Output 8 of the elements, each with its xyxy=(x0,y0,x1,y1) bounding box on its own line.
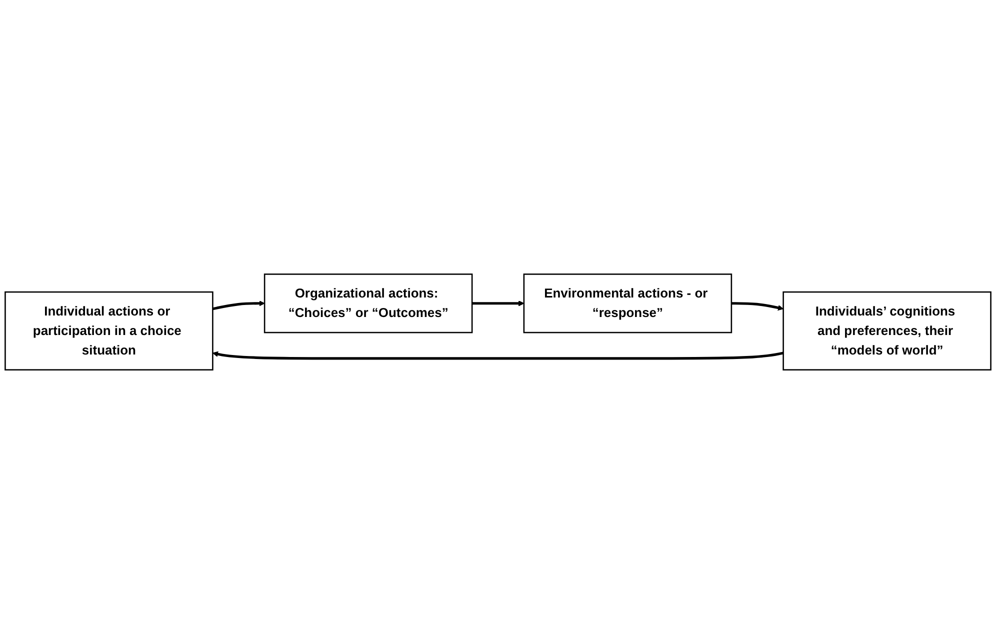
node-box: Organizational actions: “Choices” or “Outcomes” xyxy=(264,274,473,334)
arrow xyxy=(212,300,265,310)
node-box: Individuals’ cognitions and preferences, their “models of world” xyxy=(782,291,992,370)
arrow xyxy=(731,302,784,311)
arrow xyxy=(472,300,524,306)
node-box: Individual actions or participation in a choice situation xyxy=(4,291,214,370)
arrow xyxy=(212,351,784,360)
node-box: Environmental actions - or “response” xyxy=(523,274,732,334)
